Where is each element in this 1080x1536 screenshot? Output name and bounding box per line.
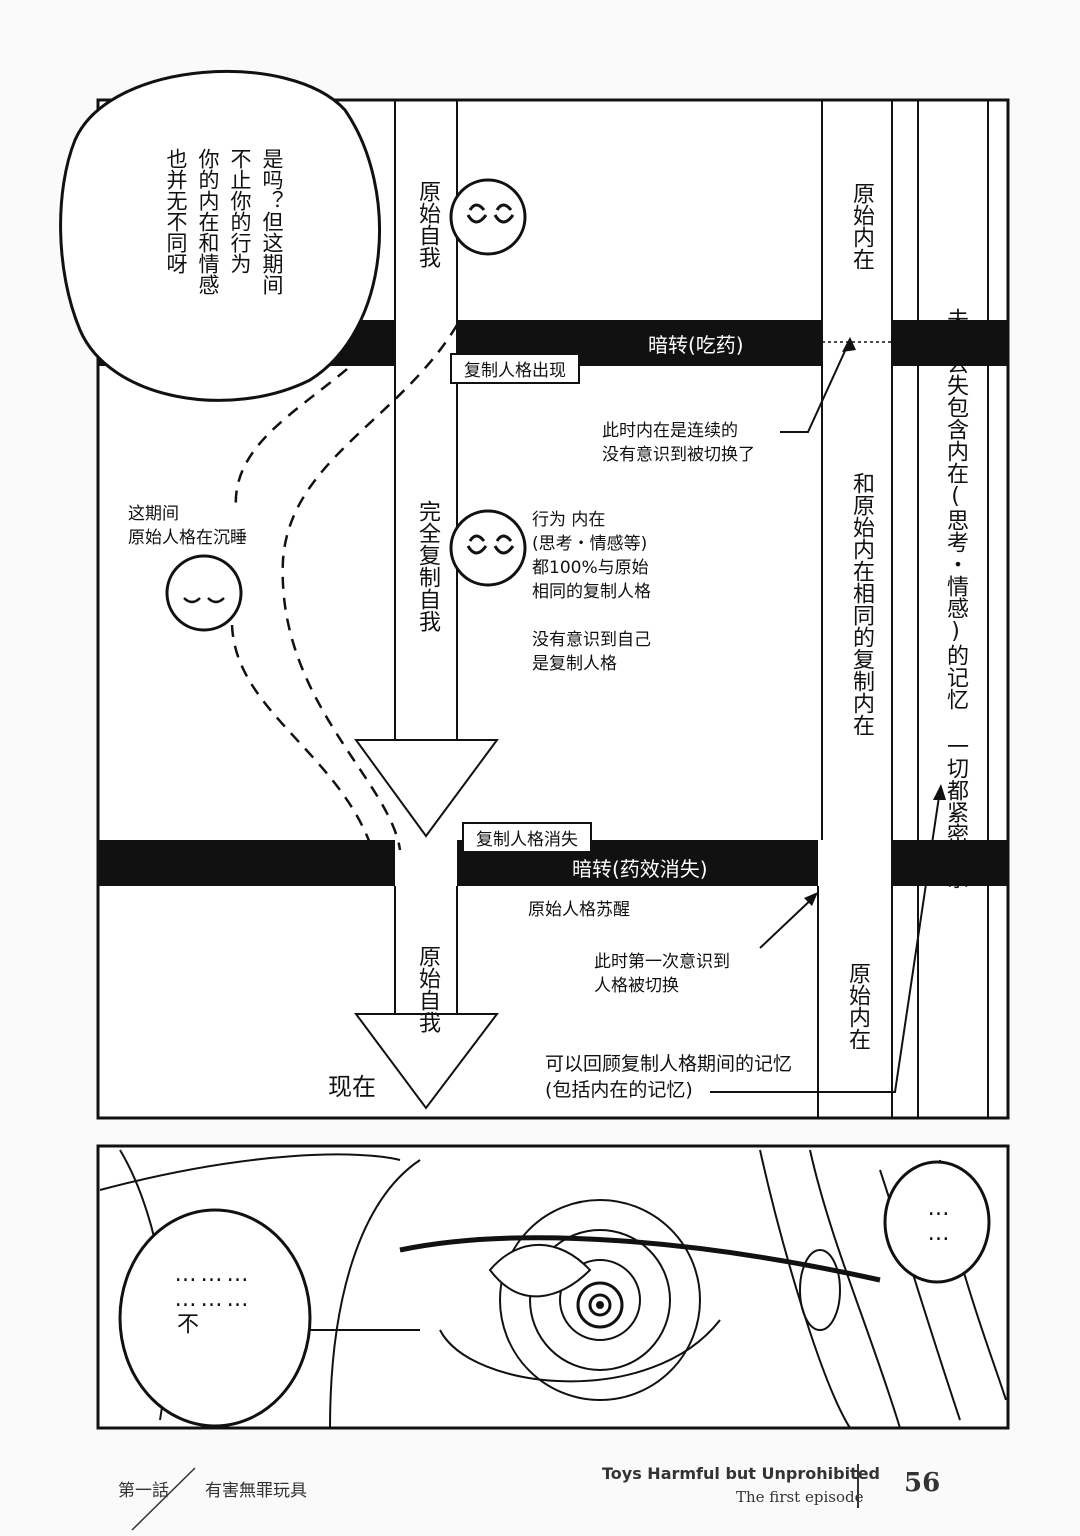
label-copy-inner: 和原始内在相同的复制内在 — [849, 472, 874, 736]
down-arrow-1 — [354, 739, 499, 838]
note-original-wakes: 原始人格苏醒 — [528, 900, 630, 920]
label-original-inner-bottom: 原始内在 — [845, 962, 870, 1050]
pointer-arrow-3 — [710, 789, 941, 1093]
box-copy-disappears: 复制人格消失 — [462, 822, 592, 853]
note-inner-continuous: 此时内在是连续的 没有意识到被切换了 — [602, 421, 755, 465]
blackout-label-2: 暗转(药效消失) — [572, 857, 708, 881]
footer-page-number: 56 — [904, 1468, 941, 1498]
blackout-label-1: 暗转(吃药) — [648, 333, 744, 357]
eye-closeup — [99, 1149, 1007, 1429]
face-sleeping — [165, 554, 243, 632]
note-original-sleeping: 这期间 原始人格在沉睡 — [128, 504, 247, 548]
face-awake-1 — [449, 178, 527, 256]
label-memory-note: 未曾丢失包含内在(思考・情感)的记忆 一切都紧密联系 — [943, 308, 968, 889]
footer-title-cn: 有害無罪玩具 — [205, 1481, 307, 1501]
box-copy-appears: 复制人格出现 — [450, 353, 580, 384]
speech-bubble-bottom-right — [883, 1160, 991, 1284]
note-now: 现在 — [328, 1073, 376, 1101]
label-original-self-top: 原始自我 — [415, 180, 440, 268]
note-first-aware: 此时第一次意识到 人格被切换 — [594, 952, 730, 996]
footer-episode: The first episode — [736, 1488, 864, 1506]
label-original-inner-top: 原始内在 — [849, 182, 874, 270]
speech-bubble-top-text: 是吗？但这期间 不止你的行为 你的内在和情感 也并无不同呀 — [164, 148, 284, 295]
speech-bubble-top — [59, 69, 382, 402]
note-copy-description: 行为 内在 (思考・情感等) 都100%与原始 相同的复制人格 没有意识到自己 … — [532, 510, 651, 674]
note-can-recall: 可以回顾复制人格期间的记忆 (包括内在的记忆) — [545, 1053, 793, 1101]
label-original-self-bottom: 原始自我 — [415, 945, 440, 1033]
footer-chapter: 第一話 — [118, 1481, 169, 1501]
label-copy-self: 完全复制自我 — [415, 500, 440, 632]
footer-title-en: Toys Harmful but Unprohibited — [602, 1464, 881, 1483]
face-awake-2 — [449, 509, 527, 587]
speech-bubble-bottom-left — [118, 1208, 312, 1428]
down-arrow-2 — [354, 1013, 500, 1110]
pointer-arrow-1 — [780, 339, 851, 433]
pointer-arrow-2 — [759, 894, 817, 949]
bubble-bottom-left-text: …… …… ……不 — [173, 1262, 250, 1334]
bubble-bottom-right-text: …… — [926, 1196, 951, 1246]
